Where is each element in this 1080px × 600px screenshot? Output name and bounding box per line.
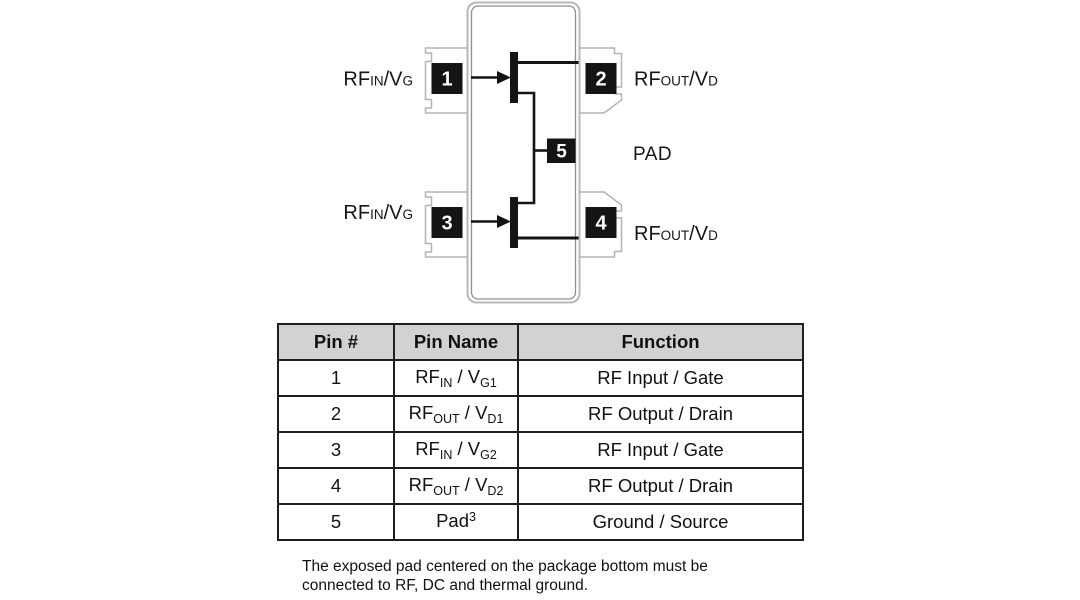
- label-part: D: [708, 228, 718, 243]
- pin-4-number: 4: [595, 213, 607, 235]
- table-row: 2 RFOUT / VD1 RF Output / Drain: [277, 395, 804, 433]
- pin4-signal-label: RFOUT/VD: [634, 223, 718, 245]
- fet2-gate-bar: [510, 197, 518, 248]
- pin3-gate-arrowhead: [497, 215, 511, 228]
- pin-number-cell: 4: [277, 467, 395, 505]
- function-cell: Ground / Source: [517, 503, 804, 541]
- table-row: 4 RFOUT / VD2 RF Output / Drain: [277, 467, 804, 505]
- pin-name-cell: Pad3: [393, 503, 519, 541]
- function-cell: RF Input / Gate: [517, 359, 804, 397]
- pin-3-number: 3: [441, 213, 452, 235]
- pin-1-number: 1: [441, 69, 452, 91]
- table-row: 5 Pad3 Ground / Source: [277, 503, 804, 541]
- pin-5-marker: 5: [547, 138, 576, 163]
- pin-name-cell: RFOUT / VD1: [393, 395, 519, 433]
- footnote-line-2: connected to RF, DC and thermal ground.: [302, 577, 589, 594]
- label-part: IN: [370, 74, 384, 89]
- pin-number-cell: 3: [277, 431, 395, 469]
- label-part: G: [402, 207, 413, 222]
- header-function: Function: [517, 323, 804, 361]
- pin-1-marker: 1: [431, 63, 463, 94]
- pin1-signal-label: RFIN/VG: [343, 69, 413, 91]
- pin-number-cell: 5: [277, 503, 395, 541]
- label-part: IN: [370, 207, 384, 222]
- pad-label: PAD: [633, 144, 672, 165]
- pin-name-cell: RFIN / VG1: [393, 359, 519, 397]
- label-part: RF: [634, 223, 661, 245]
- pin2-signal-label: RFOUT/VD: [634, 69, 718, 91]
- pin-5-number: 5: [556, 142, 567, 163]
- pin1-gate-arrowhead: [497, 71, 511, 84]
- function-cell: RF Output / Drain: [517, 467, 804, 505]
- header-pin-number: Pin #: [277, 323, 395, 361]
- table-row: 3 RFIN / VG2 RF Input / Gate: [277, 431, 804, 469]
- pin-3-marker: 3: [431, 207, 463, 238]
- pin-number-cell: 1: [277, 359, 395, 397]
- source-bus-line: [517, 91, 536, 205]
- pin3-signal-label: RFIN/VG: [343, 202, 413, 224]
- function-cell: RF Output / Drain: [517, 395, 804, 433]
- label-part: /V: [689, 223, 709, 245]
- label-part: RF: [343, 69, 370, 91]
- pin-function-table: Pin # Pin Name Function 1 RFIN / VG1 RF …: [277, 323, 804, 541]
- pin-name-cell: RFIN / VG2: [393, 431, 519, 469]
- function-cell: RF Input / Gate: [517, 431, 804, 469]
- header-pin-name: Pin Name: [393, 323, 519, 361]
- pin-2-marker: 2: [585, 63, 617, 94]
- pin-2-number: 2: [595, 69, 606, 91]
- pin-4-marker: 4: [585, 207, 617, 238]
- label-part: OUT: [661, 74, 690, 89]
- label-part: /V: [689, 69, 709, 91]
- table-row: 1 RFIN / VG1 RF Input / Gate: [277, 359, 804, 397]
- pin-name-cell: RFOUT / VD2: [393, 467, 519, 505]
- label-part: /V: [384, 69, 404, 91]
- label-part: RF: [343, 202, 370, 224]
- label-part: G: [402, 74, 413, 89]
- pin-number-cell: 2: [277, 395, 395, 433]
- label-part: OUT: [661, 228, 690, 243]
- label-part: D: [708, 74, 718, 89]
- label-part: RF: [634, 69, 661, 91]
- label-part: /V: [384, 202, 404, 224]
- fet1-gate-bar: [510, 52, 518, 103]
- table-header-row: Pin # Pin Name Function: [277, 323, 804, 361]
- footnote-line-1: The exposed pad centered on the package …: [302, 558, 708, 575]
- exposed-pad-footnote: The exposed pad centered on the package …: [302, 557, 708, 595]
- package-pinout-diagram: 1 2 3 4 5 RFIN/VG RFOUT/VD RFIN/VG RFOUT…: [343, 1, 718, 304]
